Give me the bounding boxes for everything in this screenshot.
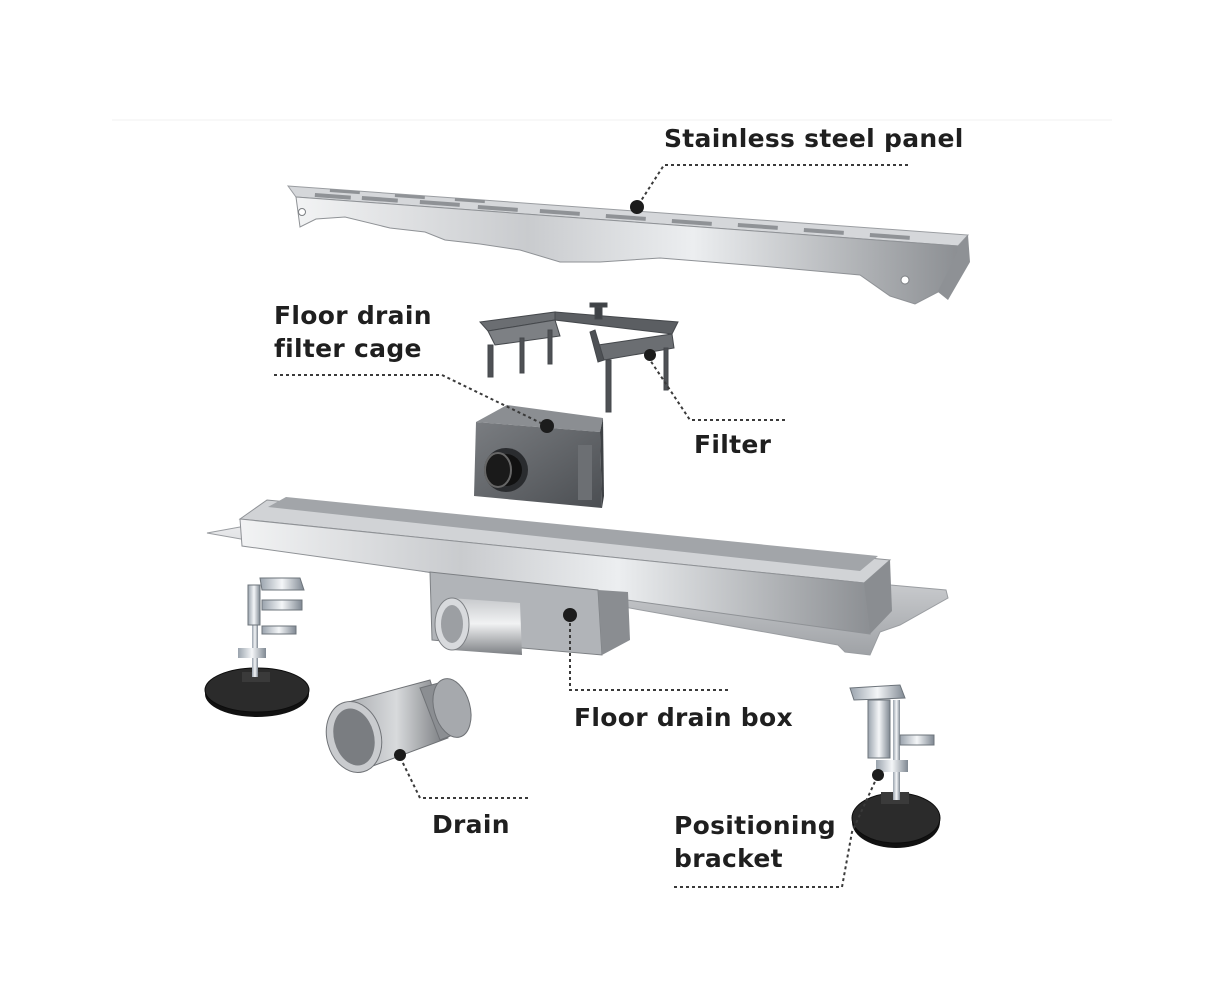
marker-bracket bbox=[872, 769, 884, 781]
label-floor-drain-filter-cage-line2: filter cage bbox=[274, 332, 432, 365]
label-floor-drain-filter-cage: Floor drain filter cage bbox=[274, 299, 432, 365]
marker-drain bbox=[394, 749, 406, 761]
label-filter: Filter bbox=[694, 428, 771, 461]
label-positioning-bracket-line2: bracket bbox=[674, 842, 836, 875]
leader-panel bbox=[637, 165, 908, 207]
label-floor-drain-filter-cage-line1: Floor drain bbox=[274, 299, 432, 332]
marker-filter bbox=[644, 349, 656, 361]
filter-cage-box bbox=[474, 405, 604, 508]
label-positioning-bracket-line1: Positioning bbox=[674, 809, 836, 842]
leader-filter bbox=[650, 360, 785, 420]
label-floor-drain-box: Floor drain box bbox=[574, 701, 793, 734]
label-positioning-bracket: Positioning bracket bbox=[674, 809, 836, 875]
label-drain: Drain bbox=[432, 808, 510, 841]
marker-box bbox=[563, 608, 577, 622]
floor-drain-channel bbox=[207, 497, 948, 655]
marker-cage bbox=[540, 419, 554, 433]
leader-markers bbox=[394, 200, 884, 781]
drain-tube bbox=[319, 674, 478, 778]
stainless-steel-panel bbox=[288, 186, 970, 304]
marker-panel bbox=[630, 200, 644, 214]
label-stainless-steel-panel: Stainless steel panel bbox=[664, 122, 964, 155]
leader-drain bbox=[400, 757, 528, 798]
positioning-bracket-right bbox=[850, 685, 940, 848]
positioning-bracket-left bbox=[205, 578, 309, 717]
